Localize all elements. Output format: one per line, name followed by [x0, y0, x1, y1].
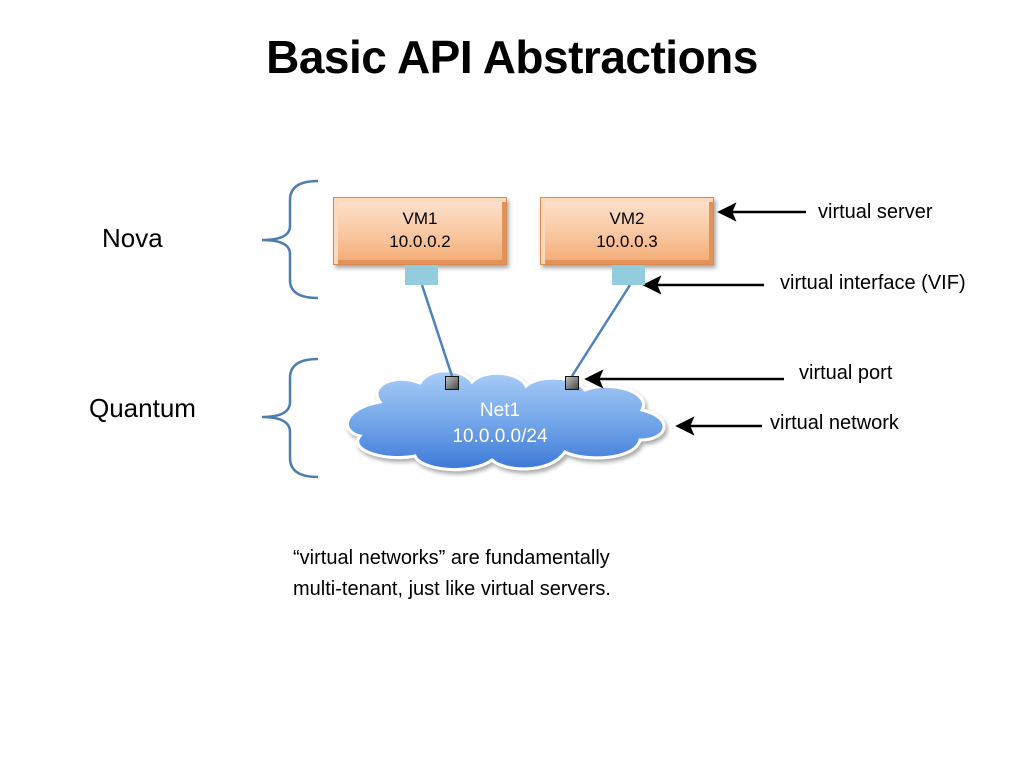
annotation-virtual-interface: virtual interface (VIF)	[780, 272, 966, 294]
nova-label: Nova	[102, 223, 163, 253]
annotation-virtual-server: virtual server	[818, 201, 933, 223]
vm2-port	[565, 376, 579, 390]
footnote-line1: “virtual networks” are fundamentally	[293, 547, 610, 569]
vm1-vif	[405, 265, 438, 285]
footnote: “virtual networks” are fundamentally mul…	[293, 543, 713, 605]
network-label: Net1 10.0.0.0/24	[400, 398, 600, 450]
arrow-virtual-port-head	[584, 369, 604, 389]
vm1-link	[420, 284, 454, 377]
quantum-bracket	[261, 357, 319, 479]
vm1-name: VM1	[402, 209, 438, 228]
slide-title: Basic API Abstractions	[266, 31, 758, 83]
network-cidr: 10.0.0.0/24	[452, 426, 548, 447]
annotation-virtual-network: virtual network	[770, 412, 899, 434]
vm1-box: VM1 10.0.0.2	[333, 197, 507, 265]
vm2-ip: 10.0.0.3	[596, 232, 658, 251]
vm2-vif	[612, 265, 645, 285]
vm2-box: VM2 10.0.0.3	[540, 197, 714, 265]
vm1-ip: 10.0.0.2	[389, 232, 451, 251]
quantum-label: Quantum	[89, 393, 196, 423]
vm2-link	[570, 284, 632, 377]
annotation-virtual-port: virtual port	[799, 362, 893, 384]
arrow-virtual-interface-head	[642, 275, 662, 295]
vm2-name: VM2	[609, 209, 645, 228]
vm1-port	[445, 376, 459, 390]
network-name: Net1	[479, 400, 521, 421]
nova-bracket	[261, 179, 319, 300]
arrow-virtual-server-head	[717, 202, 737, 222]
footnote-line2: multi-tenant, just like virtual servers.	[293, 578, 611, 600]
network-cloud	[345, 369, 666, 472]
arrow-virtual-network-head	[675, 416, 695, 436]
